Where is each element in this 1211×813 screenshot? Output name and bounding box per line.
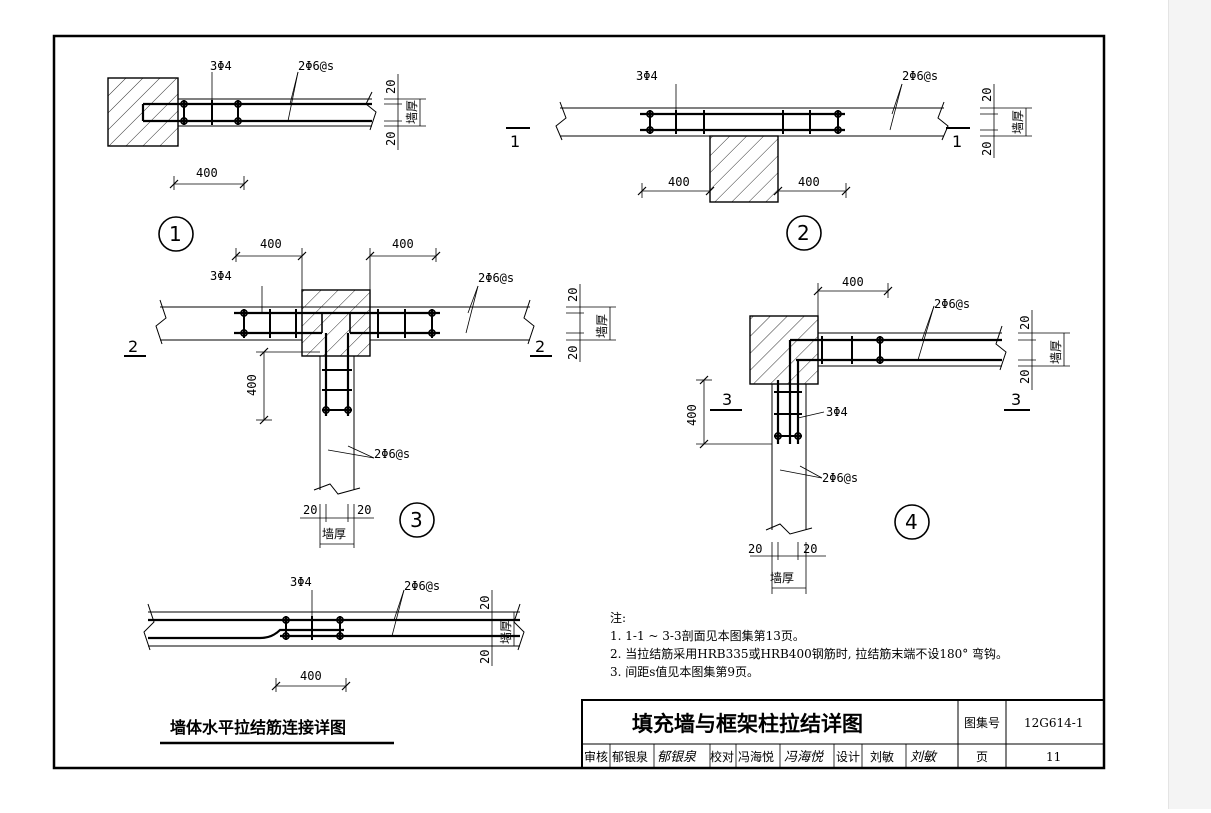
d4-tie-bar-label: 3Φ4 [826, 405, 848, 419]
column-section-3 [301, 289, 371, 357]
d3-length-down-dimension: 400 [245, 374, 259, 396]
splice-detail: 3Φ4 2Φ6@s 400 20 20 墙厚 墙体水平拉结筋连接详图 [143, 575, 525, 745]
viewer-margin-strip [1168, 0, 1211, 809]
splice-length-dimension: 400 [300, 669, 322, 683]
detail-1: 3Φ4 2Φ6@s 400 20 20 墙厚 1 [107, 59, 426, 252]
column-section-2 [709, 135, 779, 203]
review-label: 审核 [584, 749, 608, 764]
splice-cover-bottom: 20 [478, 650, 492, 664]
splice-tie-bar-label: 3Φ4 [290, 575, 312, 589]
detail-number-1: 1 [169, 222, 182, 246]
d3-length-right-dimension: 400 [392, 237, 414, 251]
note-item: 1. 1-1 ~ 3-3剖面见本图集第13页。 [610, 628, 805, 643]
detail-number-3: 3 [410, 508, 423, 532]
d4-section-mark-left: 3 [722, 390, 732, 409]
d4-length-right-dimension: 400 [842, 275, 864, 289]
notes: 注: 1. 1-1 ~ 3-3剖面见本图集第13页。 2. 当拉结筋采用HRB3… [610, 610, 1008, 679]
designer-signature: 刘敏 [910, 750, 938, 765]
d1-mesh-bar-label: 2Φ6@s [298, 59, 334, 73]
check-label: 校对 [710, 749, 734, 764]
detail-number-4: 4 [905, 510, 918, 534]
splice-caption: 墙体水平拉结筋连接详图 [170, 718, 346, 737]
column-section-4 [749, 315, 819, 385]
d1-cover-bottom: 20 [384, 132, 398, 146]
d3-wall-thickness-h: 墙厚 [595, 314, 609, 338]
d2-cover-bottom: 20 [980, 142, 994, 156]
d3-mesh-bar-v-label: 2Φ6@s [374, 447, 410, 461]
d4-wall-thickness-v: 墙厚 [770, 571, 794, 585]
splice-cover-top: 20 [478, 596, 492, 610]
atlas-number: 12G614-1 [1024, 716, 1083, 730]
d1-tie-bar-label: 3Φ4 [210, 59, 232, 73]
d2-mesh-bar-label: 2Φ6@s [902, 69, 938, 83]
d4-length-down-dimension: 400 [685, 404, 699, 426]
d2-section-mark-left: 1 [510, 132, 520, 151]
d3-length-left-dimension: 400 [260, 237, 282, 251]
d3-cover-left: 20 [303, 503, 317, 517]
d4-mesh-bar-v-label: 2Φ6@s [822, 471, 858, 485]
d1-length-dimension: 400 [196, 166, 218, 180]
column-section-1 [107, 77, 179, 147]
drawing-title: 填充墙与框架柱拉结详图 [632, 712, 863, 736]
d4-cover-right: 20 [803, 542, 817, 556]
d2-wall-thickness: 墙厚 [1011, 110, 1025, 134]
d3-wall-thickness-v: 墙厚 [322, 527, 346, 541]
design-label: 设计 [836, 750, 860, 764]
checker-signature: 冯海悦 [784, 750, 824, 765]
d3-cover-top: 20 [566, 288, 580, 302]
d3-cover-bottom: 20 [566, 346, 580, 360]
detail-number-circle-1 [158, 216, 194, 252]
reviewer-name: 郁银泉 [612, 749, 648, 764]
d3-section-mark-left: 2 [128, 337, 138, 356]
d3-section-mark-right: 2 [535, 337, 545, 356]
d2-cover-top: 20 [980, 88, 994, 102]
checker-name: 冯海悦 [738, 749, 774, 764]
sheet-frame [52, 34, 1106, 770]
title-block: 填充墙与框架柱拉结详图 图集号 12G614-1 页 11 审核 郁银泉 郁银泉… [581, 699, 1105, 769]
detail-number-2: 2 [797, 221, 810, 245]
d2-tie-bar-label: 3Φ4 [636, 69, 658, 83]
splice-mesh-bar-label: 2Φ6@s [404, 579, 440, 593]
d2-length-right-dimension: 400 [798, 175, 820, 189]
splice-wall-thickness: 墙厚 [499, 620, 513, 644]
page-label: 页 [976, 750, 988, 764]
d4-wall-thickness-h: 墙厚 [1049, 340, 1063, 364]
d3-mesh-bar-h-label: 2Φ6@s [478, 271, 514, 285]
detail-number-circle-4 [894, 504, 930, 540]
d1-wall-thickness: 墙厚 [405, 100, 419, 124]
d1-cover-top: 20 [384, 80, 398, 94]
designer-name: 刘敏 [870, 749, 894, 764]
detail-2: 3Φ4 2Φ6@s 1 1 400 400 20 20 墙厚 2 [506, 69, 1032, 251]
d2-section-mark-right: 1 [952, 132, 962, 151]
d3-tie-bar-label: 3Φ4 [210, 269, 232, 283]
d3-cover-right: 20 [357, 503, 371, 517]
detail-number-circle-3 [399, 502, 435, 538]
page-number: 11 [1046, 750, 1061, 764]
d4-cover-bottom: 20 [1018, 370, 1032, 384]
d4-mesh-bar-h-label: 2Φ6@s [934, 297, 970, 311]
note-item: 3. 间距s值见本图集第9页。 [610, 664, 759, 679]
detail-4: 3Φ4 2Φ6@s 2Φ6@s 400 400 3 3 20 20 墙厚 [685, 275, 1070, 594]
d4-cover-top: 20 [1018, 316, 1032, 330]
notes-heading: 注: [610, 610, 626, 625]
reviewer-signature: 郁银泉 [657, 750, 697, 765]
d4-cover-left: 20 [748, 542, 762, 556]
detail-number-circle-2 [786, 215, 822, 251]
d2-length-left-dimension: 400 [668, 175, 690, 189]
atlas-label: 图集号 [964, 715, 1000, 730]
detail-3: 3Φ4 2Φ6@s 2Φ6@s 400 400 400 2 2 2 [124, 237, 616, 548]
note-item: 2. 当拉结筋采用HRB335或HRB400钢筋时, 拉结筋末端不设180° 弯… [610, 646, 1008, 661]
d4-section-mark-right: 3 [1011, 390, 1021, 409]
